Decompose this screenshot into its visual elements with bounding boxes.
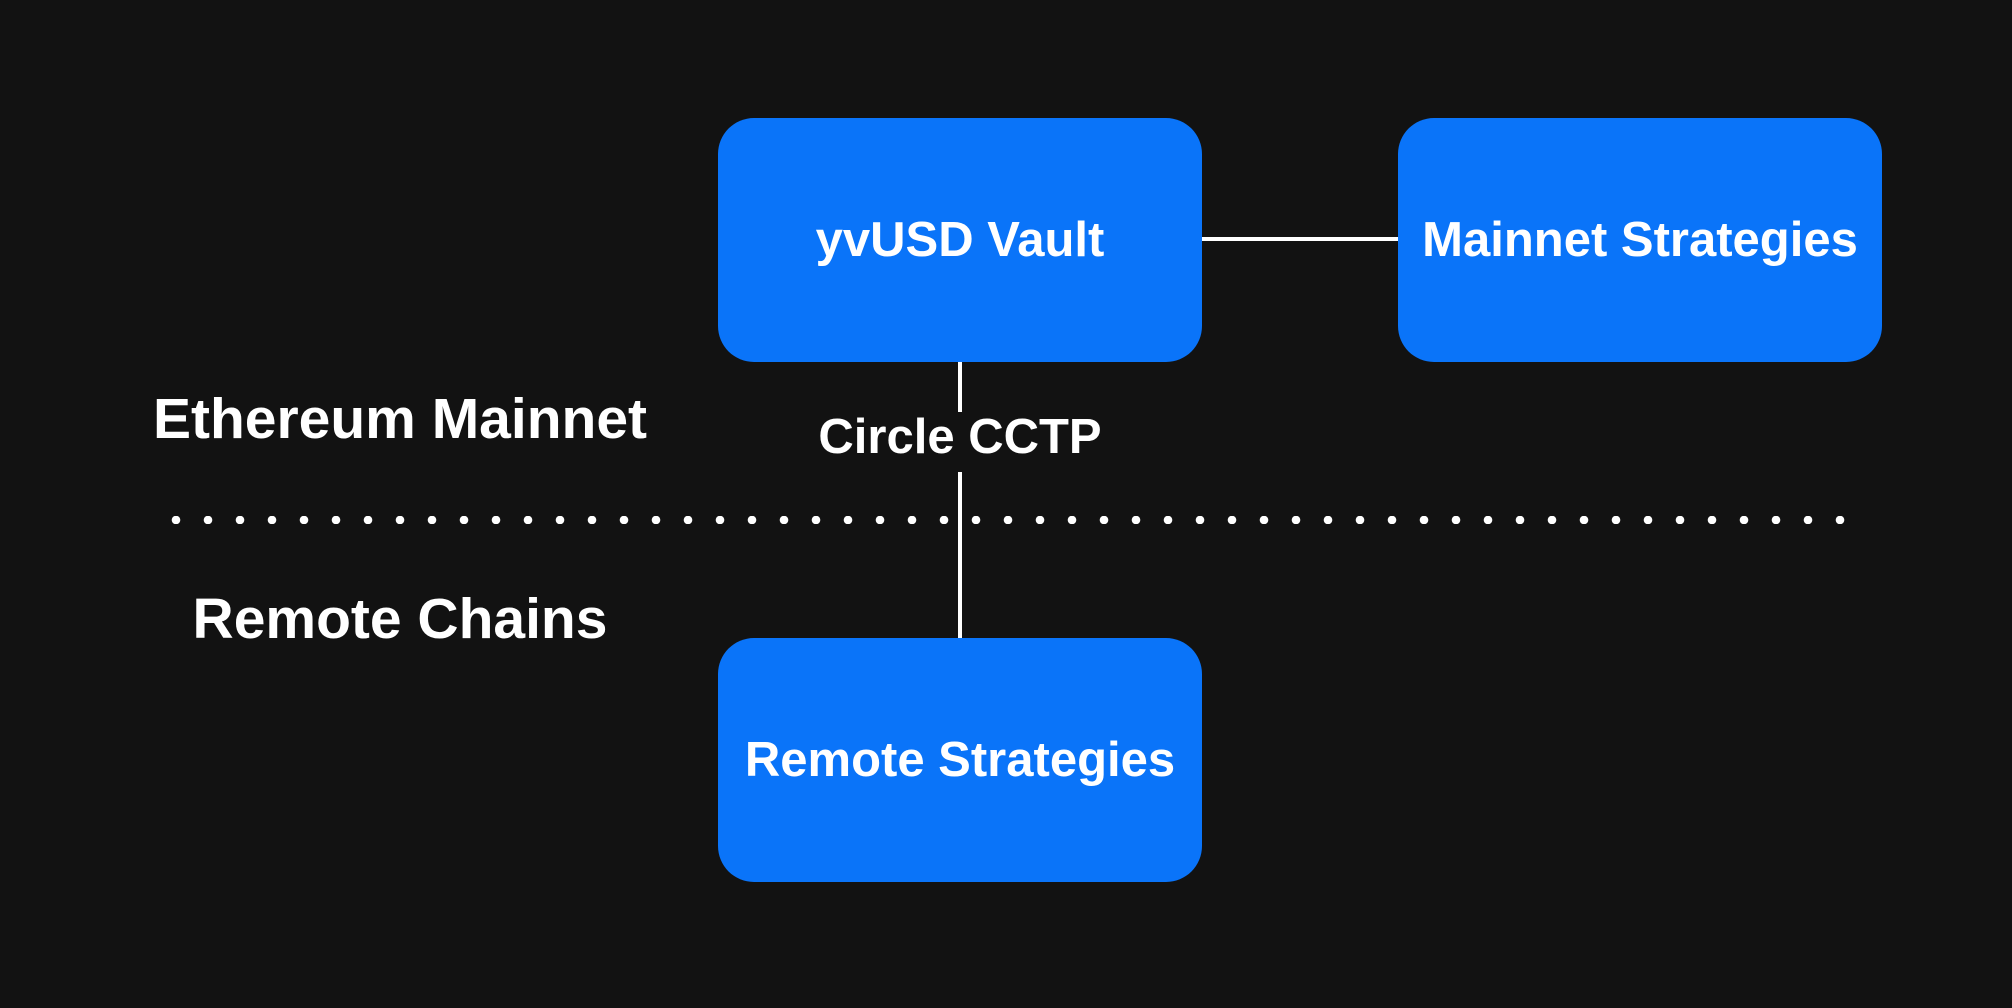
node-mainnet-strategies: Mainnet Strategies bbox=[1398, 118, 1882, 362]
connector-vault-to-mainnet-strategies bbox=[1201, 237, 1399, 241]
connector-cctp-to-remote-strategies bbox=[958, 472, 962, 640]
node-label: Mainnet Strategies bbox=[1422, 213, 1858, 267]
node-label: Remote Strategies bbox=[744, 733, 1176, 787]
region-label-remote-chains: Remote Chains bbox=[192, 587, 608, 651]
node-label: yvUSD Vault bbox=[815, 213, 1105, 267]
node-remote-strategies: Remote Strategies bbox=[718, 638, 1202, 882]
node-yvusd-vault: yvUSD Vault bbox=[718, 118, 1202, 362]
chain-boundary-dotted-divider bbox=[160, 516, 1860, 524]
edge-label-circle-cctp: Circle CCTP bbox=[818, 410, 1102, 464]
region-label-ethereum-mainnet: Ethereum Mainnet bbox=[152, 387, 648, 451]
connector-vault-to-cctp bbox=[958, 361, 962, 412]
